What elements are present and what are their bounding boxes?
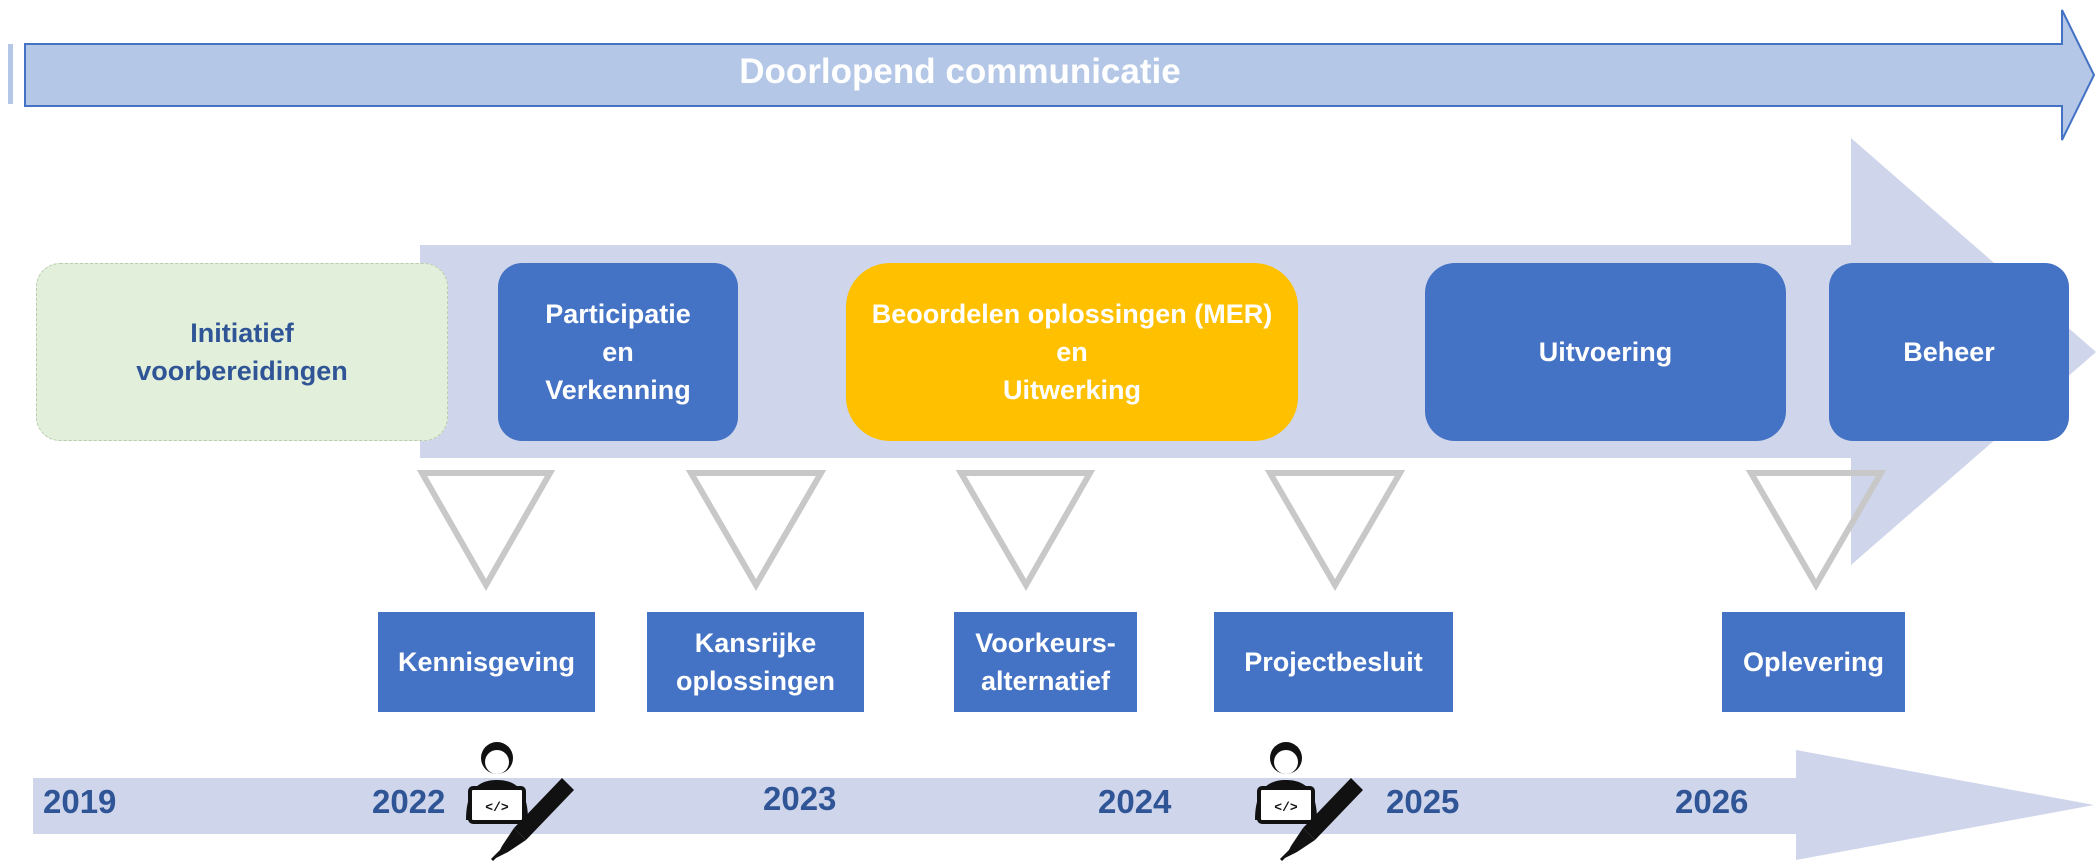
year-label: 2022 — [372, 783, 446, 820]
milestone-oplevering: Oplevering — [1722, 612, 1905, 712]
banner-label: Doorlopend communicatie — [739, 52, 1181, 91]
milestone-voorkeursalternatief: Voorkeurs- alternatief — [954, 612, 1137, 712]
person-with-laptop-icon: </> — [1255, 742, 1317, 824]
phase-participatie: Participatie en Verkenning — [498, 263, 738, 441]
year-label: 2019 — [43, 783, 117, 820]
phase-label: Initiatief voorbereidingen — [136, 318, 348, 386]
pen-signing-icon — [1279, 778, 1363, 862]
milestone-label: Projectbesluit — [1244, 647, 1423, 677]
milestone-label: Kansrijke oplossingen — [675, 628, 835, 696]
year-label: 2024 — [1098, 783, 1172, 820]
milestone-label: Kennisgeving — [397, 647, 576, 677]
milestone-marker — [416, 470, 556, 592]
milestone-kennisgeving: Kennisgeving — [378, 612, 595, 712]
phase-label: Beheer — [1903, 337, 1995, 367]
phase-uitvoering: Uitvoering — [1425, 263, 1786, 441]
milestone-marker — [955, 470, 1096, 592]
svg-text:</>: </> — [1274, 800, 1298, 815]
year-label: 2025 — [1386, 783, 1460, 820]
phase-initiatief: Initiatief voorbereidingen — [36, 263, 448, 441]
year-label: 2026 — [1675, 783, 1749, 820]
milestone-marker — [685, 470, 827, 591]
communication-banner-arrow — [8, 9, 2096, 141]
timeline-arrow — [33, 750, 2094, 860]
svg-text:</>: </> — [485, 800, 509, 815]
phase-label: Participatie en Verkenning — [545, 299, 691, 405]
milestone-label: Oplevering — [1742, 647, 1885, 677]
phase-label: Beoordelen oplossingen (MER) en Uitwerki… — [871, 299, 1273, 405]
person-with-laptop-icon: </> — [466, 742, 528, 824]
milestone-projectbesluit: Projectbesluit — [1214, 612, 1453, 712]
year-label: 2023 — [763, 780, 837, 817]
milestone-kansrijke-oplossingen: Kansrijke oplossingen — [647, 612, 864, 712]
milestone-marker — [1264, 470, 1406, 591]
phase-beoordelen: Beoordelen oplossingen (MER) en Uitwerki… — [846, 263, 1298, 441]
milestone-markers — [416, 470, 1887, 592]
milestone-marker — [1745, 470, 1887, 591]
pen-signing-icon — [490, 778, 574, 862]
milestone-label: Voorkeurs- alternatief — [975, 628, 1116, 696]
phase-beheer: Beheer — [1829, 263, 2069, 441]
phase-label: Uitvoering — [1538, 337, 1673, 367]
